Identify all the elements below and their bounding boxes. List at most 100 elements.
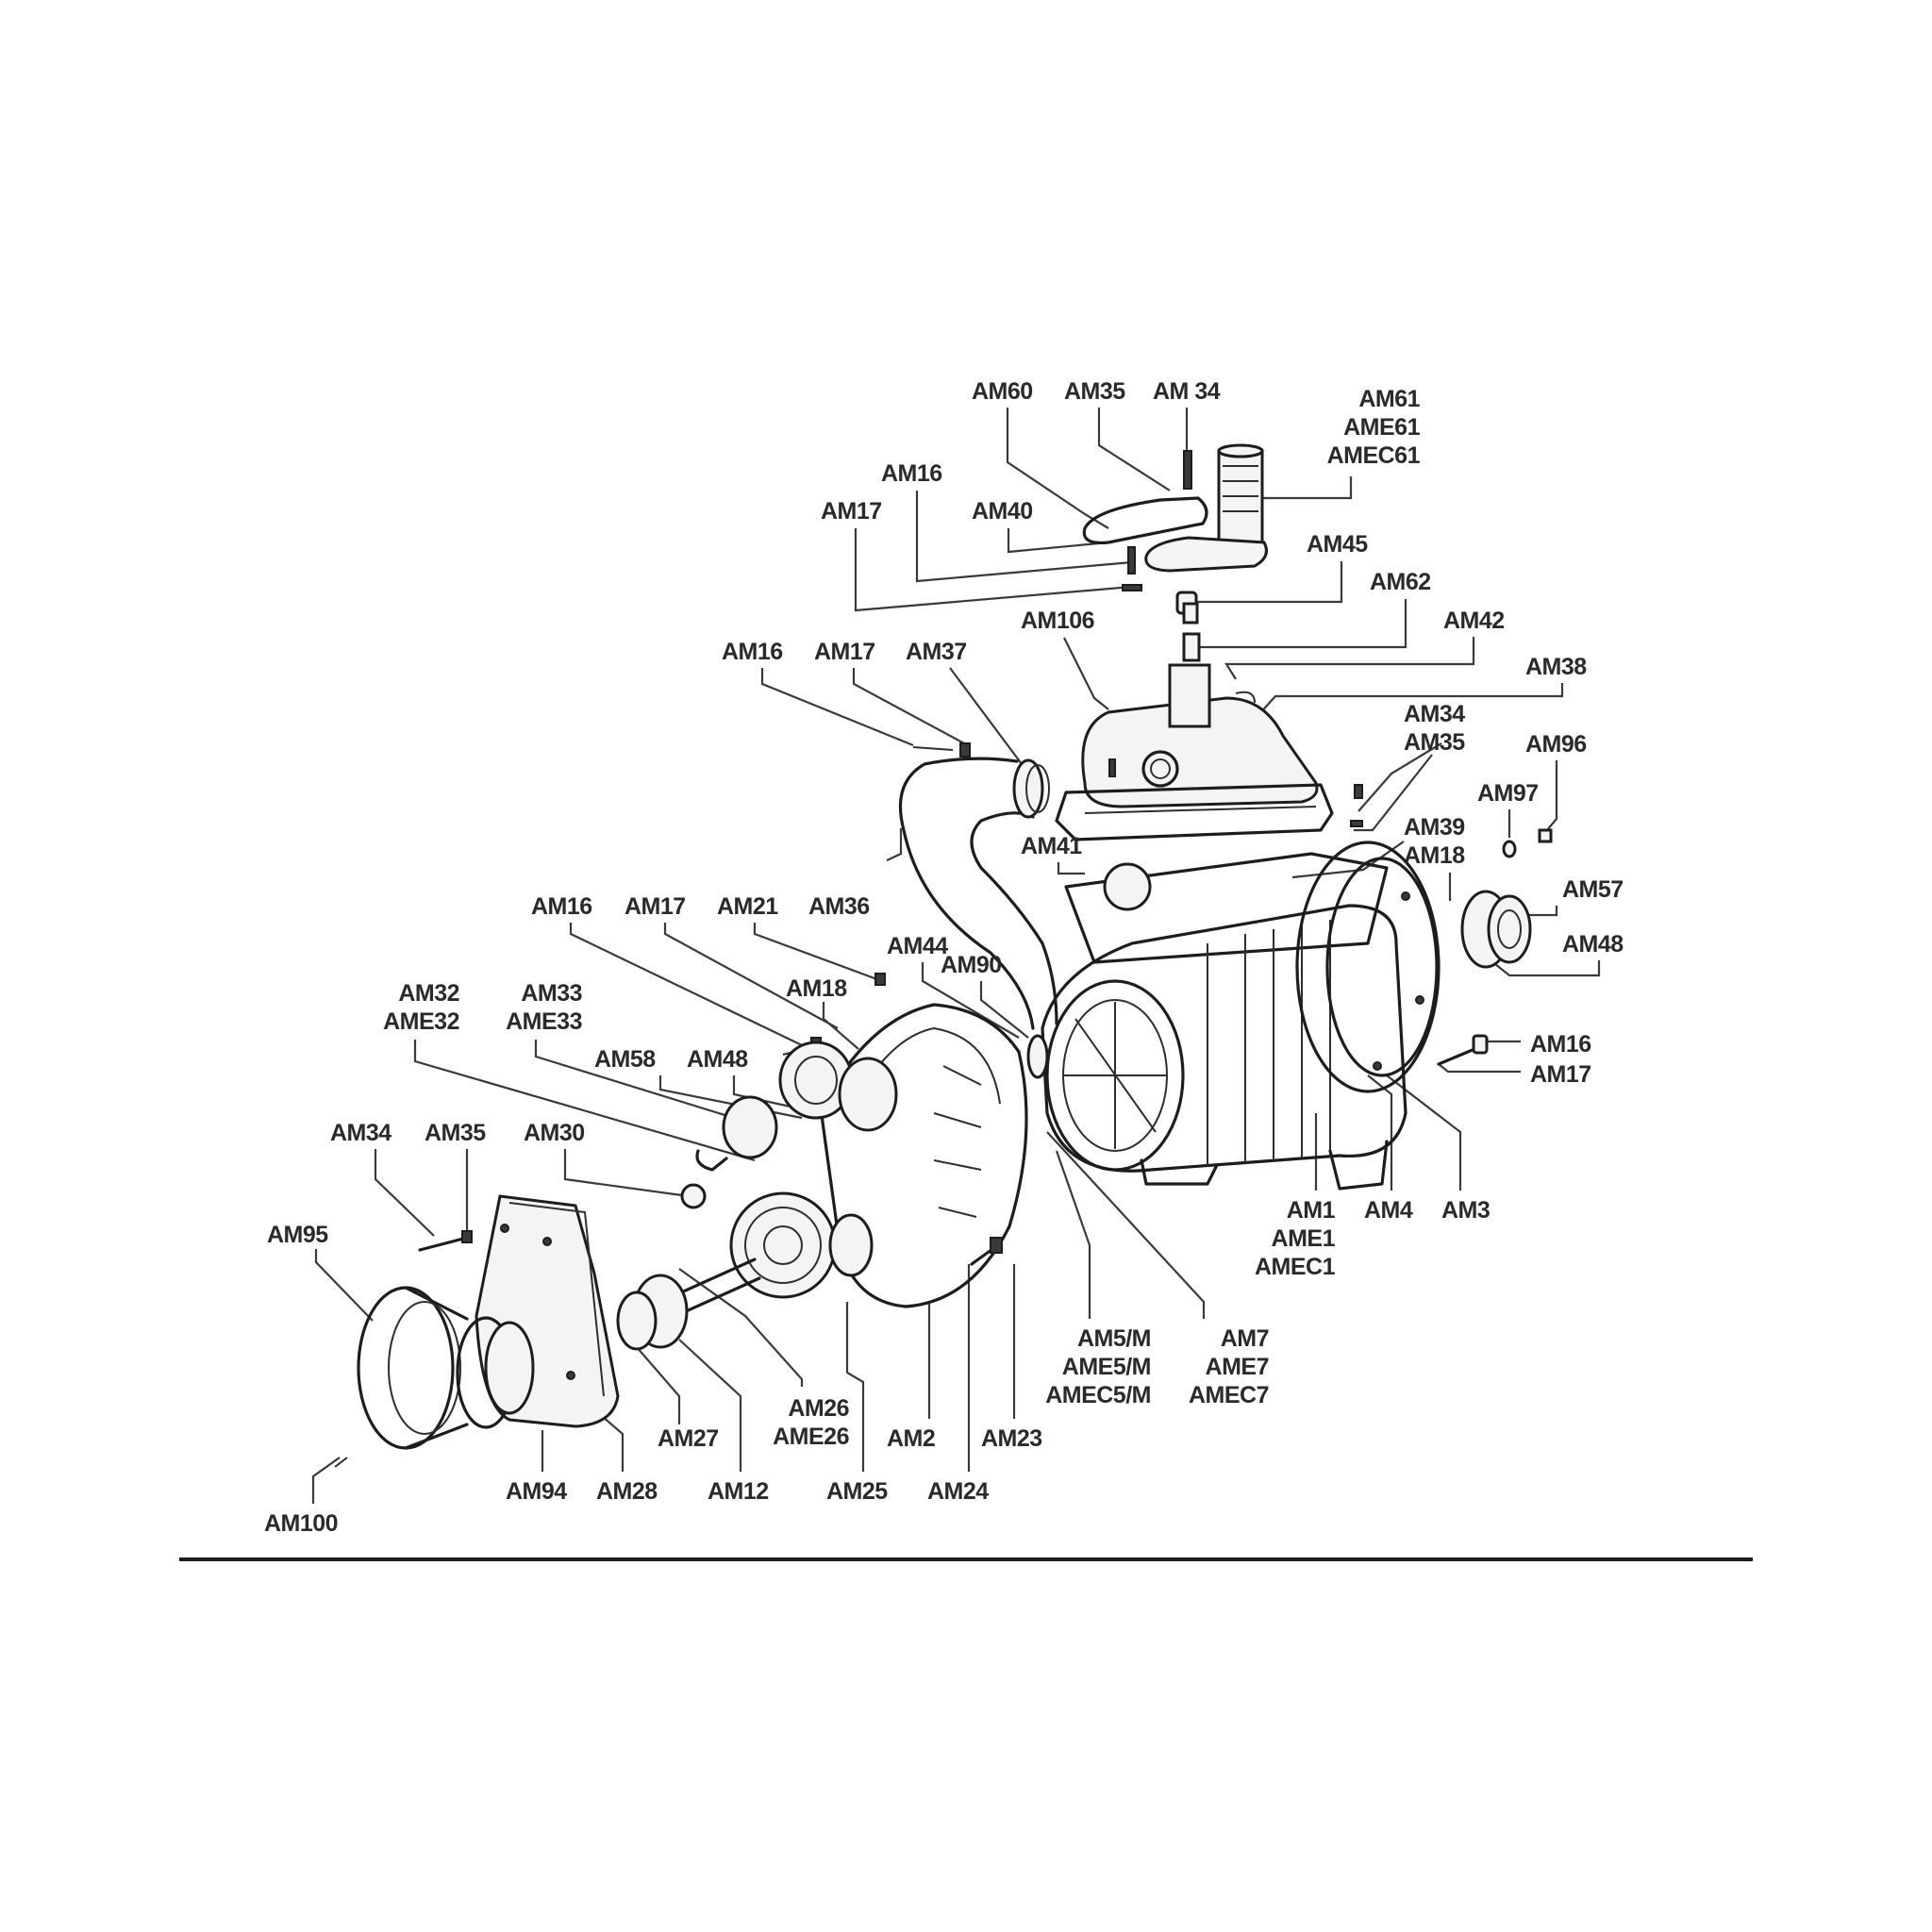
part-code: AME32: [383, 1008, 459, 1035]
part-code: AM97: [1477, 780, 1539, 807]
part-code: AM40: [972, 498, 1033, 525]
part-code: AM16: [722, 639, 783, 665]
part-code: AME5/M: [1061, 1354, 1152, 1380]
part-label-am94: AM94: [506, 1477, 567, 1506]
part-code: AM17: [1530, 1061, 1591, 1088]
part-code: AM26: [788, 1395, 849, 1422]
part-code: AM18: [1404, 842, 1465, 869]
part-code: AM38: [1525, 654, 1587, 680]
part-label-am44: AM44: [887, 932, 948, 960]
part-code: AM7: [1220, 1325, 1270, 1352]
part-code: AM1: [1286, 1197, 1336, 1224]
part-label-am16-mid: AM16: [722, 638, 783, 666]
part-code: AM33: [521, 980, 582, 1007]
part-label-am2: AM2: [887, 1424, 936, 1453]
part-code: AM60: [972, 378, 1033, 405]
part-label-am58: AM58: [594, 1045, 656, 1074]
part-code: AM3: [1441, 1197, 1491, 1224]
part-code: AME26: [773, 1424, 849, 1450]
part-label-am12: AM12: [708, 1477, 769, 1506]
front-bracket-pulley: [334, 1194, 620, 1468]
part-code: AM96: [1525, 731, 1587, 758]
part-code: AM61: [1358, 386, 1420, 412]
part-code: AM36: [808, 893, 870, 920]
part-code: AM48: [1562, 931, 1624, 958]
part-code: AM100: [264, 1510, 339, 1537]
part-code: AM45: [1307, 531, 1368, 558]
part-label-am30: AM30: [524, 1119, 585, 1147]
part-label-am21: AM21: [717, 892, 778, 921]
part-label-am37: AM37: [906, 638, 967, 666]
part-code: AM57: [1562, 876, 1624, 903]
part-code: AM35: [1404, 729, 1465, 756]
valve-cover: [1055, 663, 1334, 841]
hose: [898, 757, 1058, 1030]
part-code: AM37: [906, 639, 967, 665]
top-valve-assembly: [1082, 443, 1268, 662]
part-label-am25: AM25: [826, 1477, 888, 1506]
part-label-am97: AM97: [1477, 779, 1539, 808]
part-label-am17-top: AM17: [821, 497, 882, 525]
part-label-am34-top: AM 34: [1153, 377, 1221, 406]
fittings: [912, 602, 1553, 858]
part-code: AM17: [814, 639, 875, 665]
part-label-am28: AM28: [596, 1477, 658, 1506]
part-code: AM 34: [1153, 378, 1221, 405]
part-code: AM16: [531, 893, 592, 920]
part-label-am38: AM38: [1525, 653, 1587, 681]
part-code: AM2: [887, 1425, 936, 1452]
part-label-am3: AM3: [1441, 1196, 1491, 1224]
part-code: AM25: [826, 1478, 888, 1505]
part-code: AM39: [1404, 814, 1465, 841]
part-code: AME61: [1343, 414, 1420, 441]
part-code: AM17: [625, 893, 686, 920]
part-code: AM41: [1021, 833, 1082, 859]
part-code: AM32: [398, 980, 459, 1007]
part-code: AM17: [821, 498, 882, 525]
part-label-am45: AM45: [1307, 530, 1368, 558]
part-code: AM48: [687, 1046, 748, 1073]
part-code: AME7: [1205, 1354, 1270, 1380]
part-code: AM12: [708, 1478, 769, 1505]
part-label-am16-left: AM16: [531, 892, 592, 921]
part-label-am35-left: AM35: [425, 1119, 486, 1147]
part-label-am23: AM23: [981, 1424, 1042, 1453]
part-code: AM95: [267, 1222, 328, 1248]
part-code: AMEC61: [1326, 442, 1421, 469]
part-label-am100: AM100: [264, 1509, 339, 1538]
section-divider-rule: [179, 1557, 1753, 1561]
part-label-am17-right: AM17: [1530, 1060, 1591, 1089]
part-label-am42: AM42: [1443, 607, 1505, 635]
part-label-am36: AM36: [808, 892, 870, 921]
part-label-am17-mid: AM17: [814, 638, 875, 666]
part-label-am16-right: AM16: [1530, 1030, 1591, 1058]
part-code: AMEC5/M: [1045, 1382, 1151, 1408]
part-code: AMEC1: [1254, 1254, 1336, 1280]
part-code: AM21: [717, 893, 778, 920]
part-code: AM94: [506, 1478, 567, 1505]
part-code: AMEC7: [1188, 1382, 1270, 1408]
part-label-am41: AM41: [1021, 832, 1082, 860]
part-label-am16-top: AM16: [881, 459, 942, 488]
part-code: AM5/M: [1076, 1325, 1152, 1352]
pump-body: [1041, 841, 1532, 1191]
part-code: AM23: [981, 1425, 1042, 1452]
part-label-am60: AM60: [972, 377, 1033, 406]
part-label-am34-left: AM34: [330, 1119, 391, 1147]
part-code: AM90: [941, 952, 1002, 978]
gear-housing: [616, 973, 1049, 1351]
part-code: AME33: [506, 1008, 582, 1035]
part-code: AM30: [524, 1120, 585, 1146]
part-label-am35-top: AM35: [1064, 377, 1125, 406]
part-code: AM28: [596, 1478, 658, 1505]
part-label-am24: AM24: [927, 1477, 989, 1506]
part-label-am18-left: AM18: [786, 974, 847, 1003]
